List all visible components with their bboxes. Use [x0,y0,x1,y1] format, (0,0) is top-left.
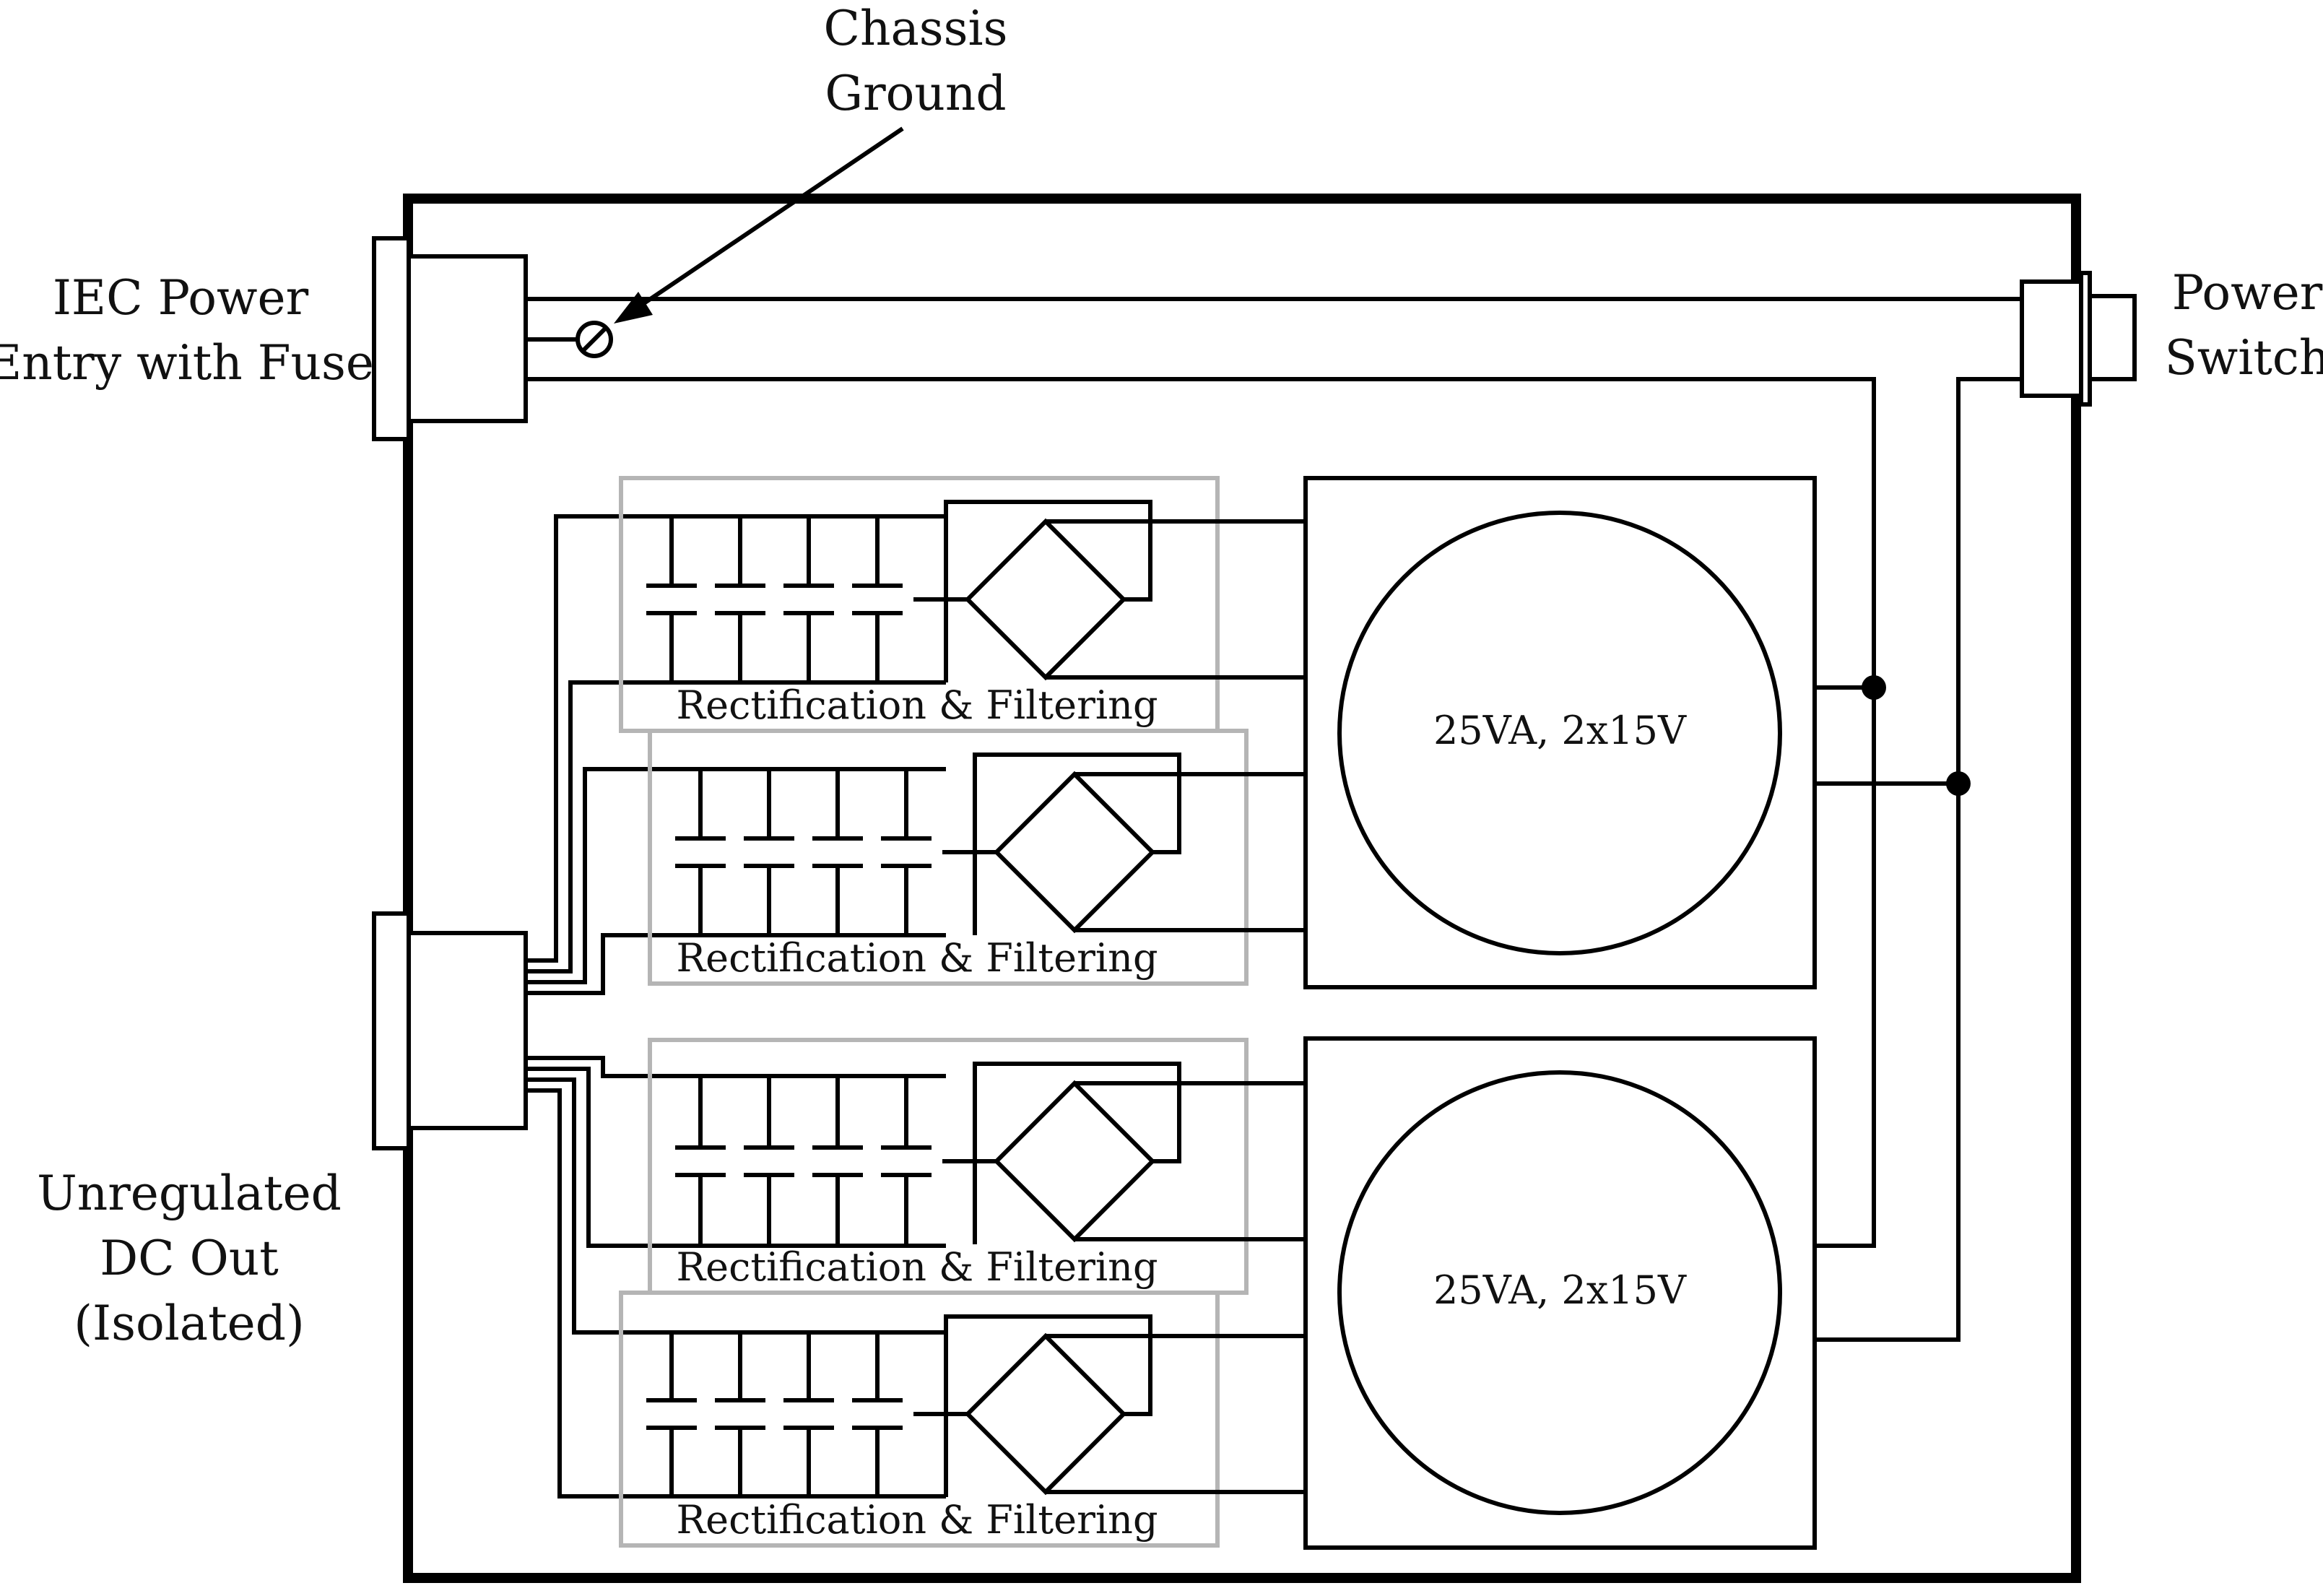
power-switch-label: Switch [2165,330,2323,386]
power-switch [2020,271,2137,407]
dc-output-wiring [526,514,946,1499]
module-label: Rectification & Filtering [676,682,1158,728]
transformer [1303,476,1817,989]
module-label: Rectification & Filtering [676,1244,1158,1290]
transformer-label: 25VA, 2x15V [1433,708,1687,753]
dc-output-connector [372,911,528,1150]
transformer-label: 25VA, 2x15V [1433,1267,1687,1313]
iec-power-entry [372,236,528,441]
module-label: Rectification & Filtering [676,935,1158,981]
dc-out-label: (Isolated) [74,1296,304,1351]
chassis-ground-arrow [614,126,904,324]
dc-out-label: Unregulated [37,1166,342,1221]
transformer [1303,1036,1817,1550]
chassis-ground-label: Ground [825,66,1006,121]
junction-dot [1946,771,1971,796]
junction-dot [1862,675,1886,700]
chassis-ground-screw-icon [576,321,613,358]
chassis-ground-label: Chassis [823,1,1007,56]
mains-wiring [526,297,2022,1342]
power-switch-label: Power [2172,265,2323,321]
iec-power-label: IEC Power [53,270,309,326]
iec-power-label: Entry with Fuse [0,335,374,391]
dc-out-label: DC Out [100,1231,279,1286]
module-label: Rectification & Filtering [676,1497,1158,1543]
chassis-enclosure [403,194,2081,1583]
